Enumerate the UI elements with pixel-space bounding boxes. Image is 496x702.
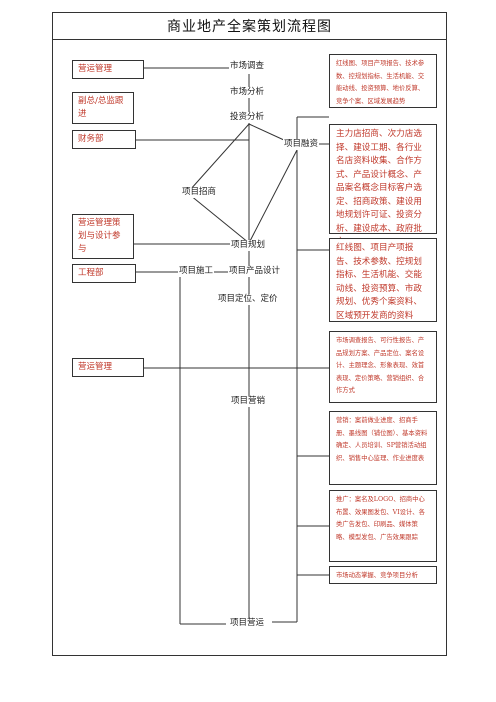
dept-finance: 财务部: [72, 130, 136, 149]
diagram-title: 商业地产全案策划流程图: [167, 18, 332, 35]
diamond-upper-left: [189, 123, 250, 191]
node-product-design: 项目产品设计: [228, 266, 282, 277]
note-box-1: 红线图、项目产项报告、技术参数、控规划指标、生活机能、交能动线、投资预算、地价反…: [329, 54, 437, 108]
node-market-survey: 市场调查: [229, 61, 266, 72]
note-box-5: 营销：案前做业进度、招商手册、墨线图（铺位图）、基本资料确定、人员培训、SP营销…: [329, 411, 437, 485]
dept-vp-director: 副总/总监跟进: [72, 92, 134, 124]
note-box-2: 主力店招商、次力店选择、建设工期、各行业名店资料收集、合作方式、产品设计概念、产…: [329, 124, 437, 247]
note-box-3: 红线图、项目产项报告、技术参数、控规划指标、生活机能、交能动线、投资预算、市政规…: [329, 238, 437, 322]
dept-operations-1: 营运管理: [72, 60, 144, 79]
diagram-frame: [52, 12, 447, 656]
title-row: 商业地产全案策划流程图: [52, 12, 447, 40]
diamond-lower-left: [189, 194, 250, 244]
node-project-attract: 项目招商: [181, 187, 218, 198]
note-box-7: 市场动态掌握、竞争项目分析: [329, 566, 437, 584]
node-market-analysis: 市场分析: [229, 87, 266, 98]
node-project-planning: 项目规划: [230, 240, 267, 251]
node-project-construction: 项目施工: [178, 266, 215, 277]
node-project-financing: 项目融资: [283, 139, 320, 150]
node-positioning-pricing: 项目定位、定价: [217, 294, 279, 305]
dept-operations-2: 营运管理: [72, 358, 144, 377]
diamond-lower-right: [248, 149, 298, 244]
note-box-6: 推广：案名及LOGO、招商中心布置、效果图发包、VI设计、各类广告发包、印刷品、…: [329, 490, 437, 562]
dept-design-planning: 营运管理策划与设计参与: [72, 214, 134, 259]
dept-engineering: 工程部: [72, 264, 136, 283]
node-investment-analysis: 投资分析: [229, 112, 266, 123]
node-project-operation: 项目营运: [229, 618, 266, 629]
node-project-marketing: 项目营销: [230, 396, 267, 407]
note-box-4: 市场调查报告、可行性报告、产品规划方案、产品定位、案名设计、主题理念、形象表现、…: [329, 331, 437, 403]
